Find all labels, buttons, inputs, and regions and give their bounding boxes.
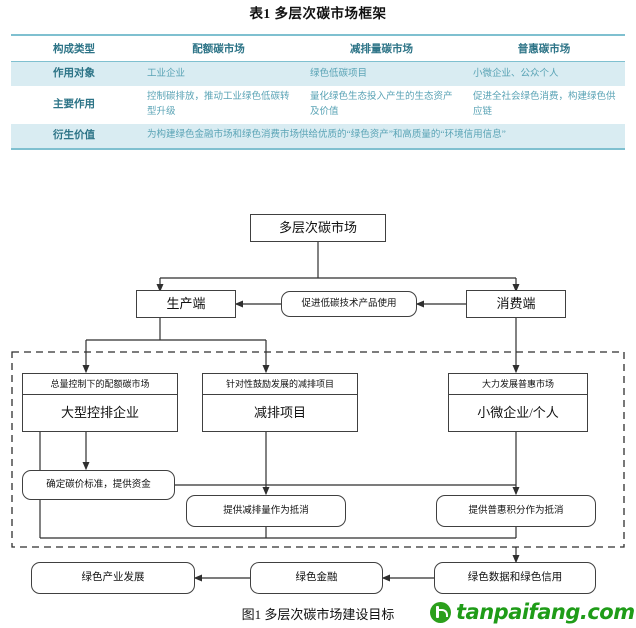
node-green-industry-development[interactable]: 绿色产业发展 — [31, 562, 195, 594]
node-production[interactable]: 生产端 — [136, 290, 236, 318]
table-row-label: 主要作用 — [11, 86, 137, 124]
node-promote-low-carbon-tech[interactable]: 促进低碳技术产品使用 — [281, 291, 417, 317]
node-green-finance[interactable]: 绿色金融 — [250, 562, 383, 594]
table-cell: 绿色低碳项目 — [300, 61, 463, 87]
table-header-cell-3: 普惠碳市场 — [463, 34, 625, 62]
table-header-cell-2: 减排量碳市场 — [300, 34, 463, 62]
table-cell: 为构建绿色金融市场和绿色消费市场供给优质的“绿色资产”和高质量的“环境信用信息” — [137, 123, 625, 150]
table-header-cell-0: 构成类型 — [11, 34, 137, 62]
table-row: 衍生价值 为构建绿色金融市场和绿色消费市场供给优质的“绿色资产”和高质量的“环境… — [11, 123, 625, 150]
node-green-data-credit[interactable]: 绿色数据和绿色信用 — [434, 562, 596, 594]
framework-table: 构成类型 配额碳市场 减排量碳市场 普惠碳市场 作用对象 工业企业 绿色低碳项目… — [11, 34, 625, 150]
table-row: 作用对象 工业企业 绿色低碳项目 小微企业、公众个人 — [11, 61, 625, 87]
table-row: 主要作用 控制碳排放，推动工业绿色低碳转型升级 量化绿色生态投入产生的生态资产及… — [11, 86, 625, 124]
node-offset-reduction[interactable]: 提供减排量作为抵消 — [186, 495, 346, 527]
node-consumption[interactable]: 消费端 — [466, 290, 566, 318]
table-row-label: 作用对象 — [11, 61, 137, 87]
node-reduction-project-card[interactable]: 针对性鼓励发展的减排项目 减排项目 — [202, 373, 358, 432]
node-offset-inclusive-points[interactable]: 提供普惠积分作为抵消 — [436, 495, 596, 527]
table-cell: 工业企业 — [137, 61, 300, 87]
brand-name: tanpaifang.com — [456, 600, 635, 624]
flowchart-connectors — [11, 242, 625, 582]
node-small-enterprise-individual: 小微企业/个人 — [477, 404, 559, 420]
node-allowance-market-title: 总量控制下的配额碳市场 — [23, 374, 177, 395]
table-cell: 量化绿色生态投入产生的生态资产及价值 — [300, 86, 463, 124]
node-inclusive-market-card[interactable]: 大力发展普惠市场 小微企业/个人 — [448, 373, 588, 432]
flowchart: 多层次碳市场 生产端 促进低碳技术产品使用 消费端 总量控制下的配额碳市场 大型… — [0, 200, 636, 600]
table-header-row: 构成类型 配额碳市场 减排量碳市场 普惠碳市场 — [11, 34, 625, 62]
node-carbon-price-standard[interactable]: 确定碳价标准，提供资金 — [22, 470, 175, 500]
figure-caption: 图1 多层次碳市场建设目标 — [241, 607, 395, 622]
brand-logo[interactable]: tanpaifang.com — [430, 600, 635, 624]
node-reduction-project: 减排项目 — [253, 404, 306, 420]
leaf-logo-icon — [430, 601, 451, 623]
node-large-emitters: 大型控排企业 — [60, 404, 139, 420]
table-title: 表1 多层次碳市场框架 — [249, 6, 387, 21]
node-inclusive-market-title: 大力发展普惠市场 — [449, 374, 587, 395]
node-root[interactable]: 多层次碳市场 — [250, 214, 386, 242]
node-reduction-project-title: 针对性鼓励发展的减排项目 — [203, 374, 357, 395]
table-cell: 促进全社会绿色消费，构建绿色供应链 — [463, 86, 625, 124]
table-row-label: 衍生价值 — [11, 123, 137, 150]
node-allowance-market-card[interactable]: 总量控制下的配额碳市场 大型控排企业 — [22, 373, 178, 432]
table-header-cell-1: 配额碳市场 — [137, 34, 300, 62]
table-cell: 小微企业、公众个人 — [463, 61, 625, 87]
table-cell: 控制碳排放，推动工业绿色低碳转型升级 — [137, 86, 300, 124]
